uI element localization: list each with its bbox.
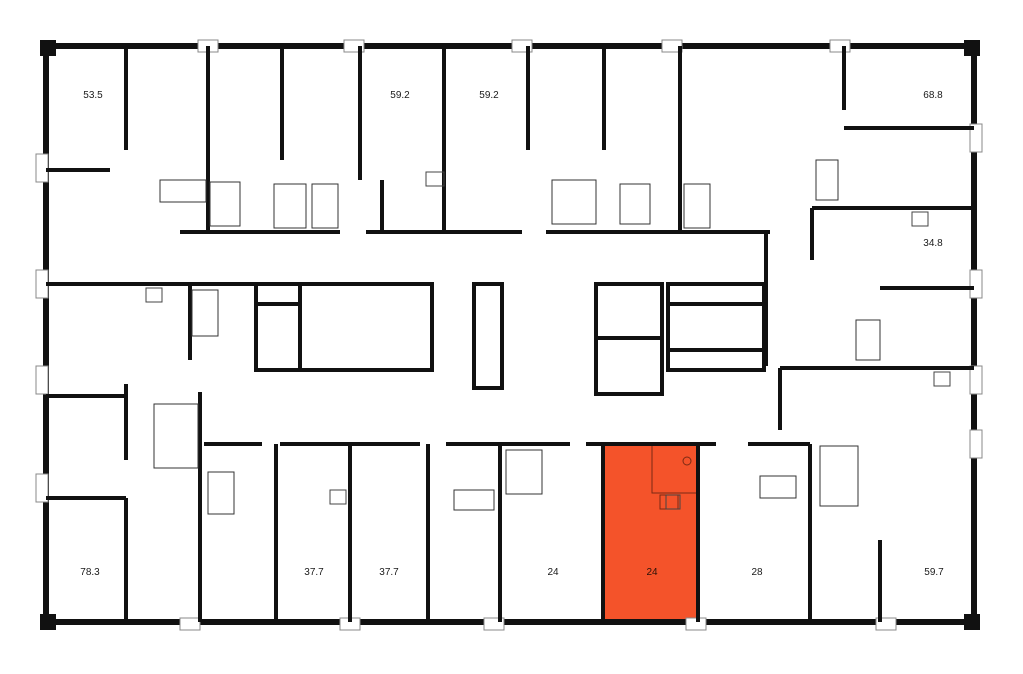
stoves [145,171,951,510]
outer-walls [43,43,977,625]
bathroom-fixtures [153,159,881,515]
unit-area-label-selected: 24 [646,567,658,578]
unit-area-label: 78.3 [80,567,100,578]
unit-area-label: 37.7 [379,567,399,578]
corner-columns [40,40,980,630]
selected-unit-highlight[interactable] [603,444,698,622]
unit-area-label: 59.2 [390,90,410,101]
unit-area-label: 68.8 [923,90,943,101]
unit-area-label: 59.2 [479,90,499,101]
unit-area-label: 37.7 [304,567,324,578]
windows [35,39,983,631]
unit-area-label: 28 [751,567,763,578]
area-labels: 53.5 59.2 59.2 68.8 34.8 78.3 37.7 37.7 … [80,90,944,578]
interior-walls [46,46,974,622]
unit-area-label: 53.5 [83,90,103,101]
unit-area-label: 59.7 [924,567,944,578]
unit-area-label: 24 [547,567,559,578]
unit-area-label: 34.8 [923,238,943,249]
